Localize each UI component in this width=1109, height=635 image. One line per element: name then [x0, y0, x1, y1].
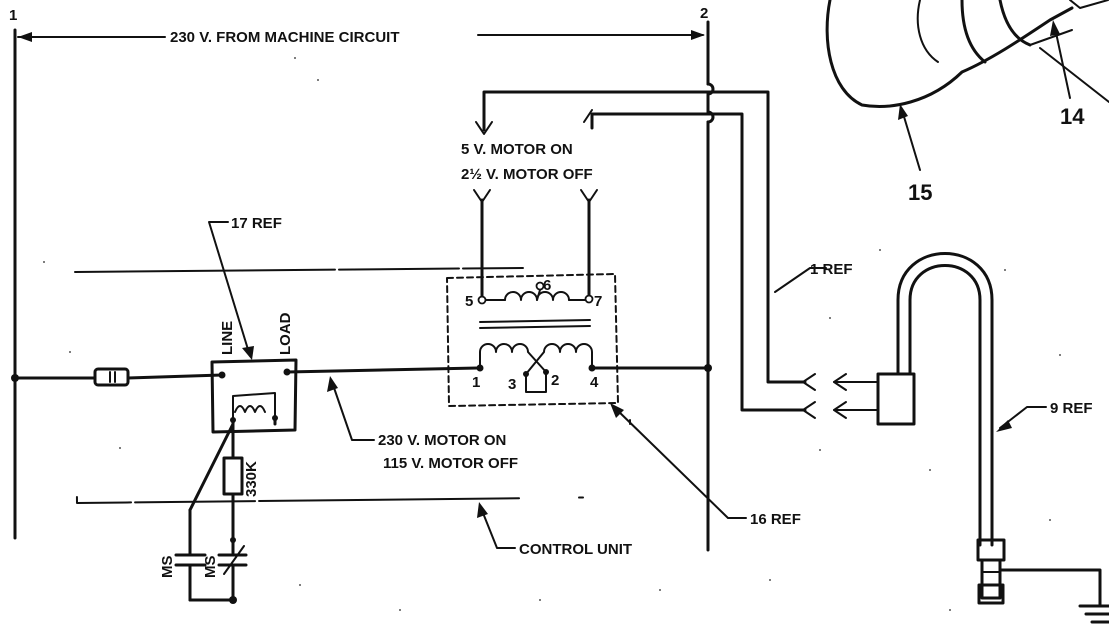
motor-off-2v-label: 2½ V. MOTOR OFF — [461, 166, 593, 183]
motor-off-115v-label: 115 V. MOTOR OFF — [383, 455, 518, 472]
control-unit-leader — [477, 502, 516, 549]
transformer-pin-1: 1 — [472, 374, 480, 391]
line-1-number: 1 — [9, 7, 17, 24]
ref-14-leader — [1050, 20, 1071, 99]
ms-right-label: MS — [202, 556, 219, 579]
resistor-label: 330K — [243, 461, 260, 497]
ref-17-label: 17 REF — [231, 215, 282, 232]
ref-16-leader — [610, 403, 747, 519]
load-wire — [285, 366, 480, 374]
ref-9-leader — [996, 406, 1047, 432]
motor-on-5v-label: 5 V. MOTOR ON — [461, 141, 573, 158]
supply-line-1 — [11, 28, 19, 540]
scan-specks — [43, 57, 1061, 611]
sensor-cable — [475, 90, 879, 419]
line-2-number: 2 — [700, 5, 708, 22]
main-circuit-label: 230 V. FROM MACHINE CIRCUIT — [170, 29, 399, 46]
transformer — [446, 273, 710, 407]
transformer-pin-6: 6 — [543, 277, 551, 294]
switch-load-label: LOAD — [277, 312, 294, 355]
transformer-pin-7: 7 — [594, 293, 602, 310]
transformer-pin-2: 2 — [551, 372, 559, 389]
supply-line-2 — [704, 20, 715, 552]
callout-15: 15 — [908, 180, 932, 205]
control-unit-box — [74, 266, 631, 504]
resistor-branch — [174, 416, 277, 604]
transformer-secondary-leads — [473, 189, 598, 298]
transformer-pin-3: 3 — [508, 376, 516, 393]
line-wire — [13, 373, 224, 380]
transformer-pin-5: 5 — [465, 293, 473, 310]
ms-left-label: MS — [159, 556, 176, 579]
ref-1-leader — [774, 267, 827, 293]
transformer-pin-4: 4 — [590, 374, 599, 391]
switch-line-label: LINE — [219, 321, 236, 355]
fuse — [93, 367, 130, 387]
probe-connector — [876, 252, 1109, 624]
motor-voltage-leader — [327, 376, 375, 441]
ref-16-label: 16 REF — [750, 511, 801, 528]
callout-14: 14 — [1060, 104, 1085, 129]
ref-1-label: 1 REF — [810, 261, 853, 278]
ref-17-leader — [208, 221, 254, 360]
ref-9-label: 9 REF — [1050, 400, 1093, 417]
control-switch — [210, 358, 298, 434]
control-unit-label: CONTROL UNIT — [519, 541, 632, 558]
ref-15-leader — [898, 104, 921, 171]
motor-on-230v-label: 230 V. MOTOR ON — [378, 432, 506, 449]
motor-housing-sketch — [825, 0, 1109, 108]
main-circuit-dimension — [17, 30, 705, 42]
